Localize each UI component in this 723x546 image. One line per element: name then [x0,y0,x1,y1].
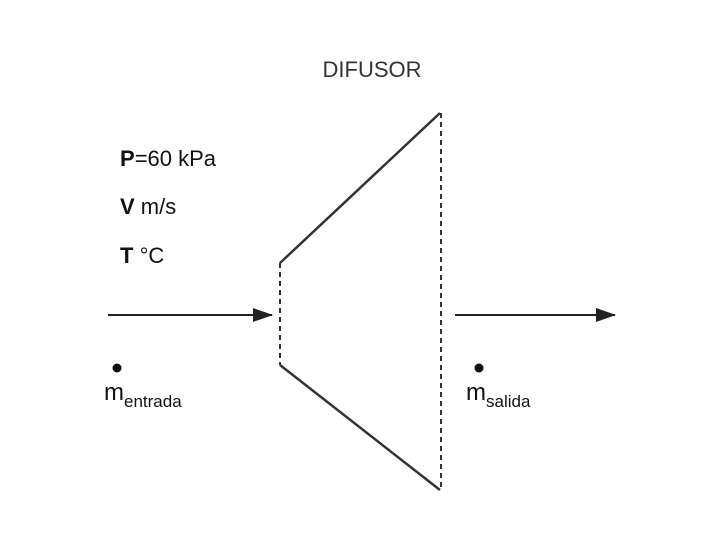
outlet-mass-flow: msalida [466,363,531,411]
temperature-label: T °C [120,243,164,268]
pressure-symbol: P [120,146,135,171]
inlet-mass-flow-subscript: entrada [124,392,182,411]
pressure-label: P=60 kPa [120,146,217,171]
inlet-mass-flow-label: mentrada [104,379,182,411]
temperature-symbol: T [120,243,134,268]
diffuser-bottom-wall [279,364,441,491]
mass-flow-dot-icon [474,363,484,373]
velocity-symbol: V [120,194,135,219]
temperature-value: °C [133,243,164,268]
pressure-value: =60 kPa [135,146,217,171]
inlet-mass-flow-symbol: m [104,379,124,406]
diffuser-top-wall [279,112,441,264]
outlet-mass-flow-symbol: m [466,379,486,406]
outlet-mass-flow-subscript: salida [486,392,531,411]
outlet-mass-flow-label: msalida [466,379,531,411]
mass-flow-dot-icon [112,363,122,373]
velocity-label: V m/s [120,194,176,219]
velocity-value: m/s [135,194,177,219]
inlet-mass-flow: mentrada [104,363,182,411]
diagram-title: DIFUSOR [323,57,422,82]
diffuser-body [279,112,442,491]
